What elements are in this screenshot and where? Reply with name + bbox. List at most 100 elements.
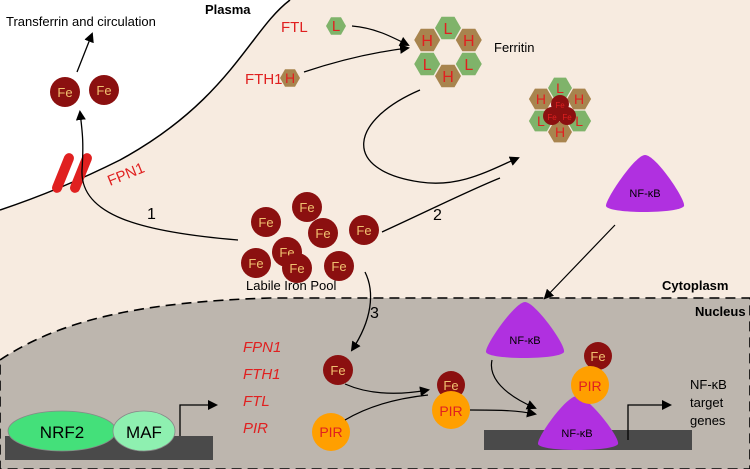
labile-iron-pool-label: Labile Iron Pool	[246, 278, 336, 293]
dna-bound-nfkb	[537, 396, 619, 450]
ftl-label: FTL	[281, 19, 308, 36]
iron-label: Fe	[57, 85, 72, 100]
iron-label: Fe	[443, 378, 458, 393]
labile-iron	[324, 251, 354, 281]
iron-binding-arrow	[344, 383, 430, 397]
exported-iron-2: Fe	[89, 75, 119, 105]
plasma-label: Plasma	[205, 2, 251, 17]
nfkb-translocation-arrow	[543, 224, 616, 300]
ferritin-light-subunit	[548, 77, 572, 99]
ferritin-subunit-letter: H	[463, 33, 475, 50]
iron-label: Fe	[555, 101, 565, 110]
pir-label: PIR	[319, 424, 342, 440]
fth1-subunit-letter: H	[285, 70, 295, 86]
ferritin-subunit-letter: L	[464, 57, 473, 74]
export-path-arrow	[75, 110, 239, 241]
ferritin-light-subunit	[455, 52, 482, 76]
ferritin-to-storage-arrow	[363, 89, 520, 184]
nfkb-transcription-arrow	[627, 400, 672, 440]
pir-protein: PIR	[312, 413, 350, 451]
cytoplasm-label: Cytoplasm	[662, 278, 728, 293]
pir-binding-arrow	[344, 394, 429, 421]
ferritin-heavy-subunit	[455, 28, 482, 52]
labile-iron-label: Fe	[356, 223, 371, 238]
ferritin-subunit-letter: H	[555, 124, 565, 140]
labile-iron	[241, 248, 271, 278]
transferrin-arrow	[76, 32, 94, 73]
ferritin-label: Ferritin	[494, 40, 534, 55]
nuclear-nfkb	[485, 302, 565, 358]
ferritin-subunit-letter: L	[444, 21, 453, 38]
iron-label: Fe	[96, 83, 111, 98]
ferritin-heavy-subunit	[567, 88, 592, 110]
maf-label: MAF	[126, 423, 162, 442]
ftl-subunit-letter: L	[332, 18, 340, 35]
ferritin-subunit-letter: L	[556, 80, 564, 96]
step-3-label: 3	[370, 305, 379, 322]
pir-label: PIR	[439, 403, 462, 419]
ferritin-light-subunit	[414, 52, 441, 76]
import-path-arrow	[350, 271, 372, 352]
nrf2-transcription-arrow	[179, 400, 218, 436]
labile-iron-label: Fe	[289, 261, 304, 276]
ferritin-subunit-letter: H	[421, 33, 433, 50]
stored-iron-cluster: Fe Fe Fe	[543, 95, 576, 125]
fpn1-transporter	[52, 153, 92, 193]
ferritin-heavy-subunit	[435, 64, 461, 88]
nfkb-to-dna-arrow	[490, 359, 537, 410]
gene-ftl: FTL	[243, 393, 270, 410]
target-genes-line-3: genes	[690, 413, 726, 428]
complex-to-dna-arrow	[469, 407, 537, 418]
ftl-assembly-arrow	[351, 25, 410, 46]
labile-iron-label: Fe	[248, 256, 263, 271]
ferritin-subunit-letter: H	[442, 69, 454, 86]
iron-label: Fe	[590, 349, 605, 364]
step-2-label: 2	[433, 207, 442, 224]
storage-path-arrow	[381, 177, 501, 233]
free-iron: Fe	[323, 355, 353, 385]
iron-label: Fe	[562, 113, 572, 122]
transferrin-label: Transferrin and circulation	[6, 14, 156, 29]
cytoplasmic-nfkb-label: NF-κB	[629, 188, 660, 200]
plasma-membrane	[0, 0, 291, 211]
ferritin-heavy-subunit	[528, 88, 553, 110]
ferritin-subunit-letter: H	[574, 91, 584, 107]
target-genes-line-2: target	[690, 395, 724, 410]
dna-bound-nfkb-label: NF-κB	[561, 428, 592, 440]
exported-iron-1: Fe	[50, 77, 80, 107]
labile-iron	[308, 218, 338, 248]
gene-pir: PIR	[243, 420, 268, 437]
step-1-label: 1	[147, 206, 156, 223]
iron-label: Fe	[547, 113, 557, 122]
labile-iron	[251, 207, 281, 237]
cytoplasmic-nfkb	[605, 155, 685, 212]
nrf2-label: NRF2	[40, 423, 84, 442]
gene-fpn1: FPN1	[243, 339, 281, 356]
nucleus-label: Nucleus	[695, 304, 746, 319]
labile-iron	[349, 215, 379, 245]
target-genes-line-1: NF-κB	[690, 377, 727, 392]
ferritin-subunit-letter: L	[537, 113, 545, 129]
labile-iron	[292, 192, 322, 222]
pir-iron-on-nfkb: Fe PIR	[571, 342, 612, 404]
ferritin-light-subunit	[435, 16, 461, 40]
maf-protein	[112, 410, 176, 452]
pir-label: PIR	[578, 378, 601, 394]
fth1-subunit-hexagon	[280, 69, 300, 87]
labile-iron-label: Fe	[315, 226, 330, 241]
labile-iron-label: Fe	[258, 215, 273, 230]
ferritin-heavy-subunit	[548, 121, 572, 143]
gene-fth1: FTH1	[243, 366, 281, 383]
pir-iron-complex: Fe PIR	[432, 371, 470, 429]
labile-iron-label: Fe	[299, 200, 314, 215]
fth1-assembly-arrow	[303, 43, 410, 73]
iron-label: Fe	[330, 363, 345, 378]
labile-iron-label: Fe	[331, 259, 346, 274]
ferritin-subunit-letter: L	[575, 113, 583, 129]
ferritin-subunit-letter: L	[423, 57, 432, 74]
ferritin-heavy-subunit	[414, 28, 441, 52]
ftl-subunit-hexagon	[326, 17, 346, 35]
